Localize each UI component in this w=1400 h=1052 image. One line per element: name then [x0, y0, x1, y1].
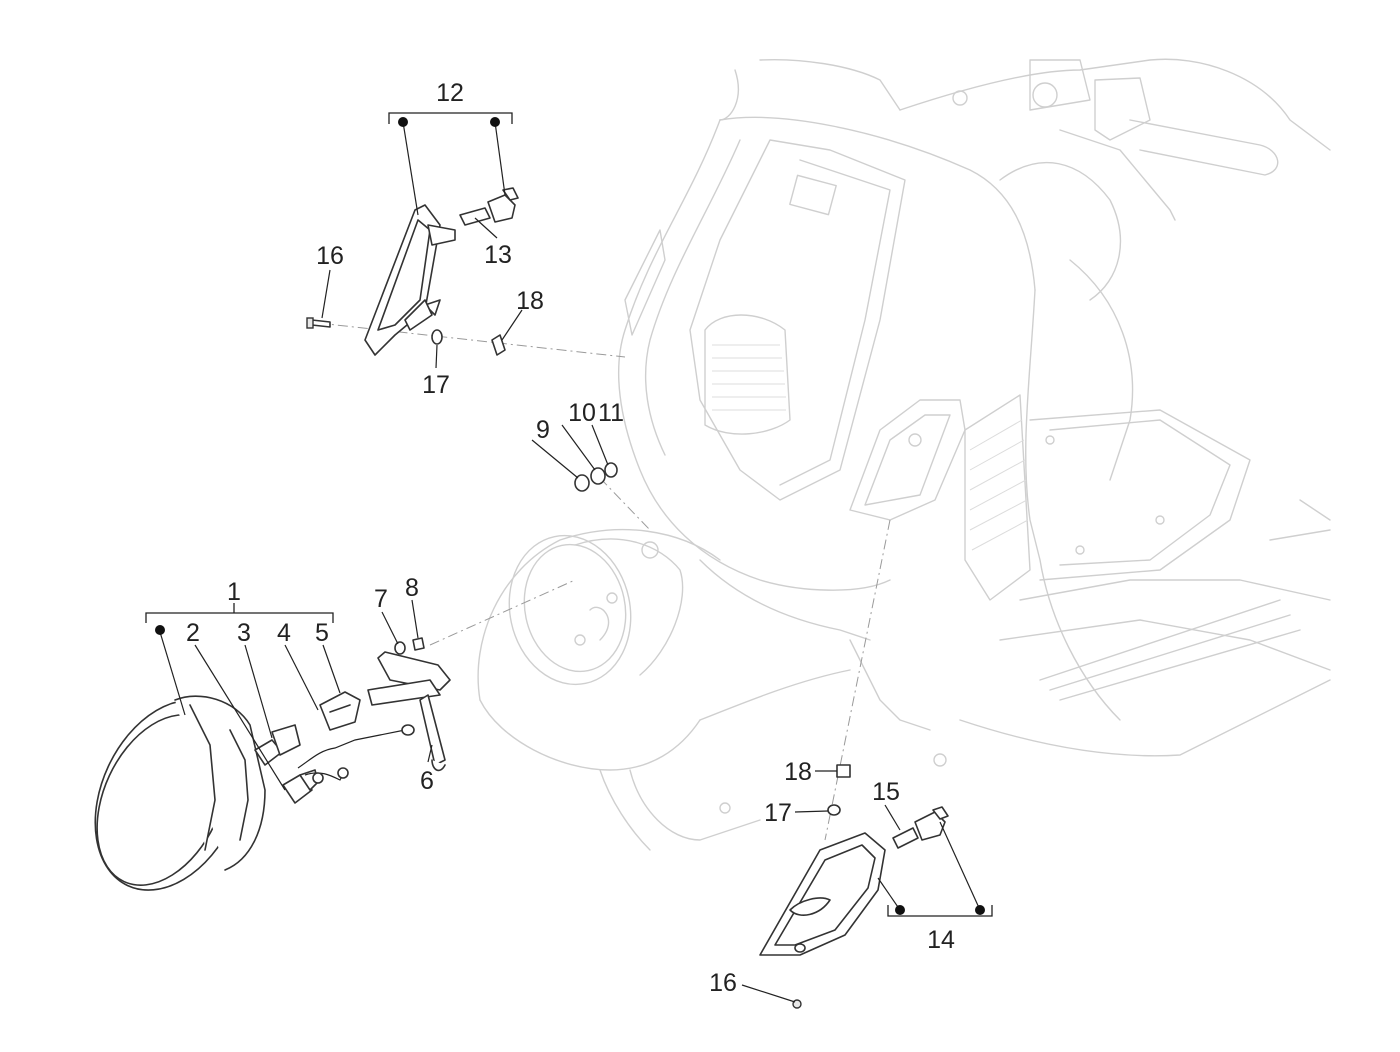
callout-11: 11 [598, 399, 624, 427]
callout-16-bottom: 16 [709, 969, 737, 997]
callout-labels: 12 13 16 18 17 9 10 11 1 2 3 4 5 7 8 6 1… [186, 79, 955, 997]
group-bracket-14 [887, 905, 993, 917]
callout-6: 6 [420, 767, 434, 795]
bulb-3 [254, 724, 301, 766]
nut-7 [394, 641, 406, 655]
group-bracket-12 [388, 112, 513, 127]
callout-3: 3 [237, 619, 251, 647]
bracket-6 [367, 651, 451, 772]
callout-15: 15 [872, 778, 900, 806]
turn-signal-left [364, 204, 456, 356]
callout-5: 5 [315, 619, 329, 647]
clip-18-top [491, 334, 506, 356]
leader-lines [159, 121, 981, 1003]
headlamp-unit [94, 695, 266, 891]
callout-7: 7 [374, 585, 388, 613]
callout-12: 12 [436, 79, 464, 107]
scooter-body-outline [477, 58, 1331, 851]
callout-9: 9 [536, 416, 550, 444]
callout-4: 4 [277, 619, 291, 647]
callout-1: 1 [227, 578, 241, 606]
callout-17-top: 17 [422, 371, 450, 399]
callout-16-top: 16 [316, 242, 344, 270]
nuts-9-10-11 [574, 462, 618, 492]
screw-16-top [306, 317, 331, 329]
screw-8 [412, 637, 425, 651]
washer-17-bottom [827, 804, 841, 816]
assembly-lines [317, 322, 891, 841]
bulb-2 [282, 769, 319, 804]
callout-18-bottom: 18 [784, 758, 812, 786]
callout-14: 14 [927, 926, 955, 954]
bulb-15 [892, 806, 949, 849]
callout-13: 13 [484, 241, 512, 269]
callout-17-bottom: 17 [764, 799, 792, 827]
callout-10: 10 [568, 399, 596, 427]
callout-8: 8 [405, 574, 419, 602]
group-bracket-1 [145, 603, 334, 635]
callout-2: 2 [186, 619, 200, 647]
wiring-4 [297, 724, 415, 784]
connector-5 [319, 691, 361, 731]
callout-18-top: 18 [516, 287, 544, 315]
washer-17-top [431, 329, 443, 345]
turn-signal-right [759, 832, 886, 956]
clip-18-bottom [836, 764, 851, 778]
bulb-13 [459, 187, 519, 226]
